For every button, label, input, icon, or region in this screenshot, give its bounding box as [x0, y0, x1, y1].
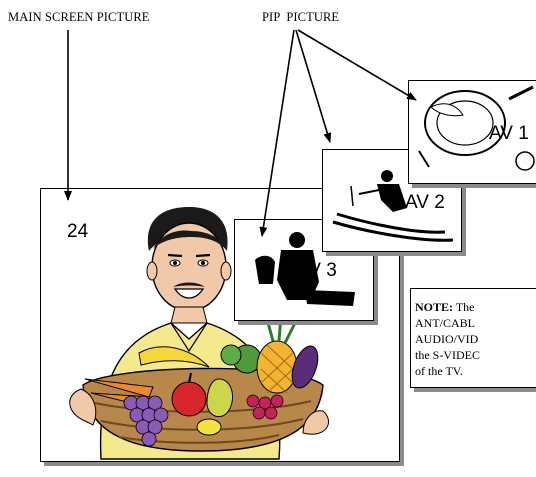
note-line-5: of the TV. [415, 363, 536, 379]
note-box: NOTE: The ANT/CABL AUDIO/VID the S-VIDEC… [410, 288, 536, 388]
pip-arrow-av1 [298, 30, 416, 100]
note-text: NOTE: The ANT/CABL AUDIO/VID the S-VIDEC… [415, 299, 536, 379]
note-line-3: AUDIO/VID [415, 331, 536, 347]
note-title: NOTE: [415, 300, 453, 314]
note-line-1: The [456, 300, 475, 314]
note-line-4: the S-VIDEC [415, 347, 536, 363]
pip-arrow-av3 [262, 30, 294, 236]
note-line-2: ANT/CABL [415, 315, 536, 331]
